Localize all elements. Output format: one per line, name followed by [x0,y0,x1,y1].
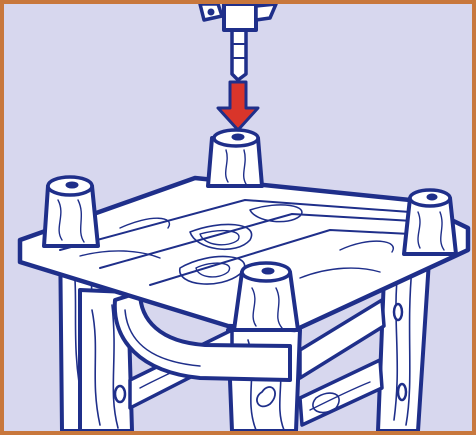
corner-post-front [234,263,298,330]
bolt-left [115,386,125,402]
corner-post-top [208,130,262,186]
corner-post-right [404,190,456,254]
assembly-illustration [4,4,472,431]
corner-post-left [44,177,98,246]
